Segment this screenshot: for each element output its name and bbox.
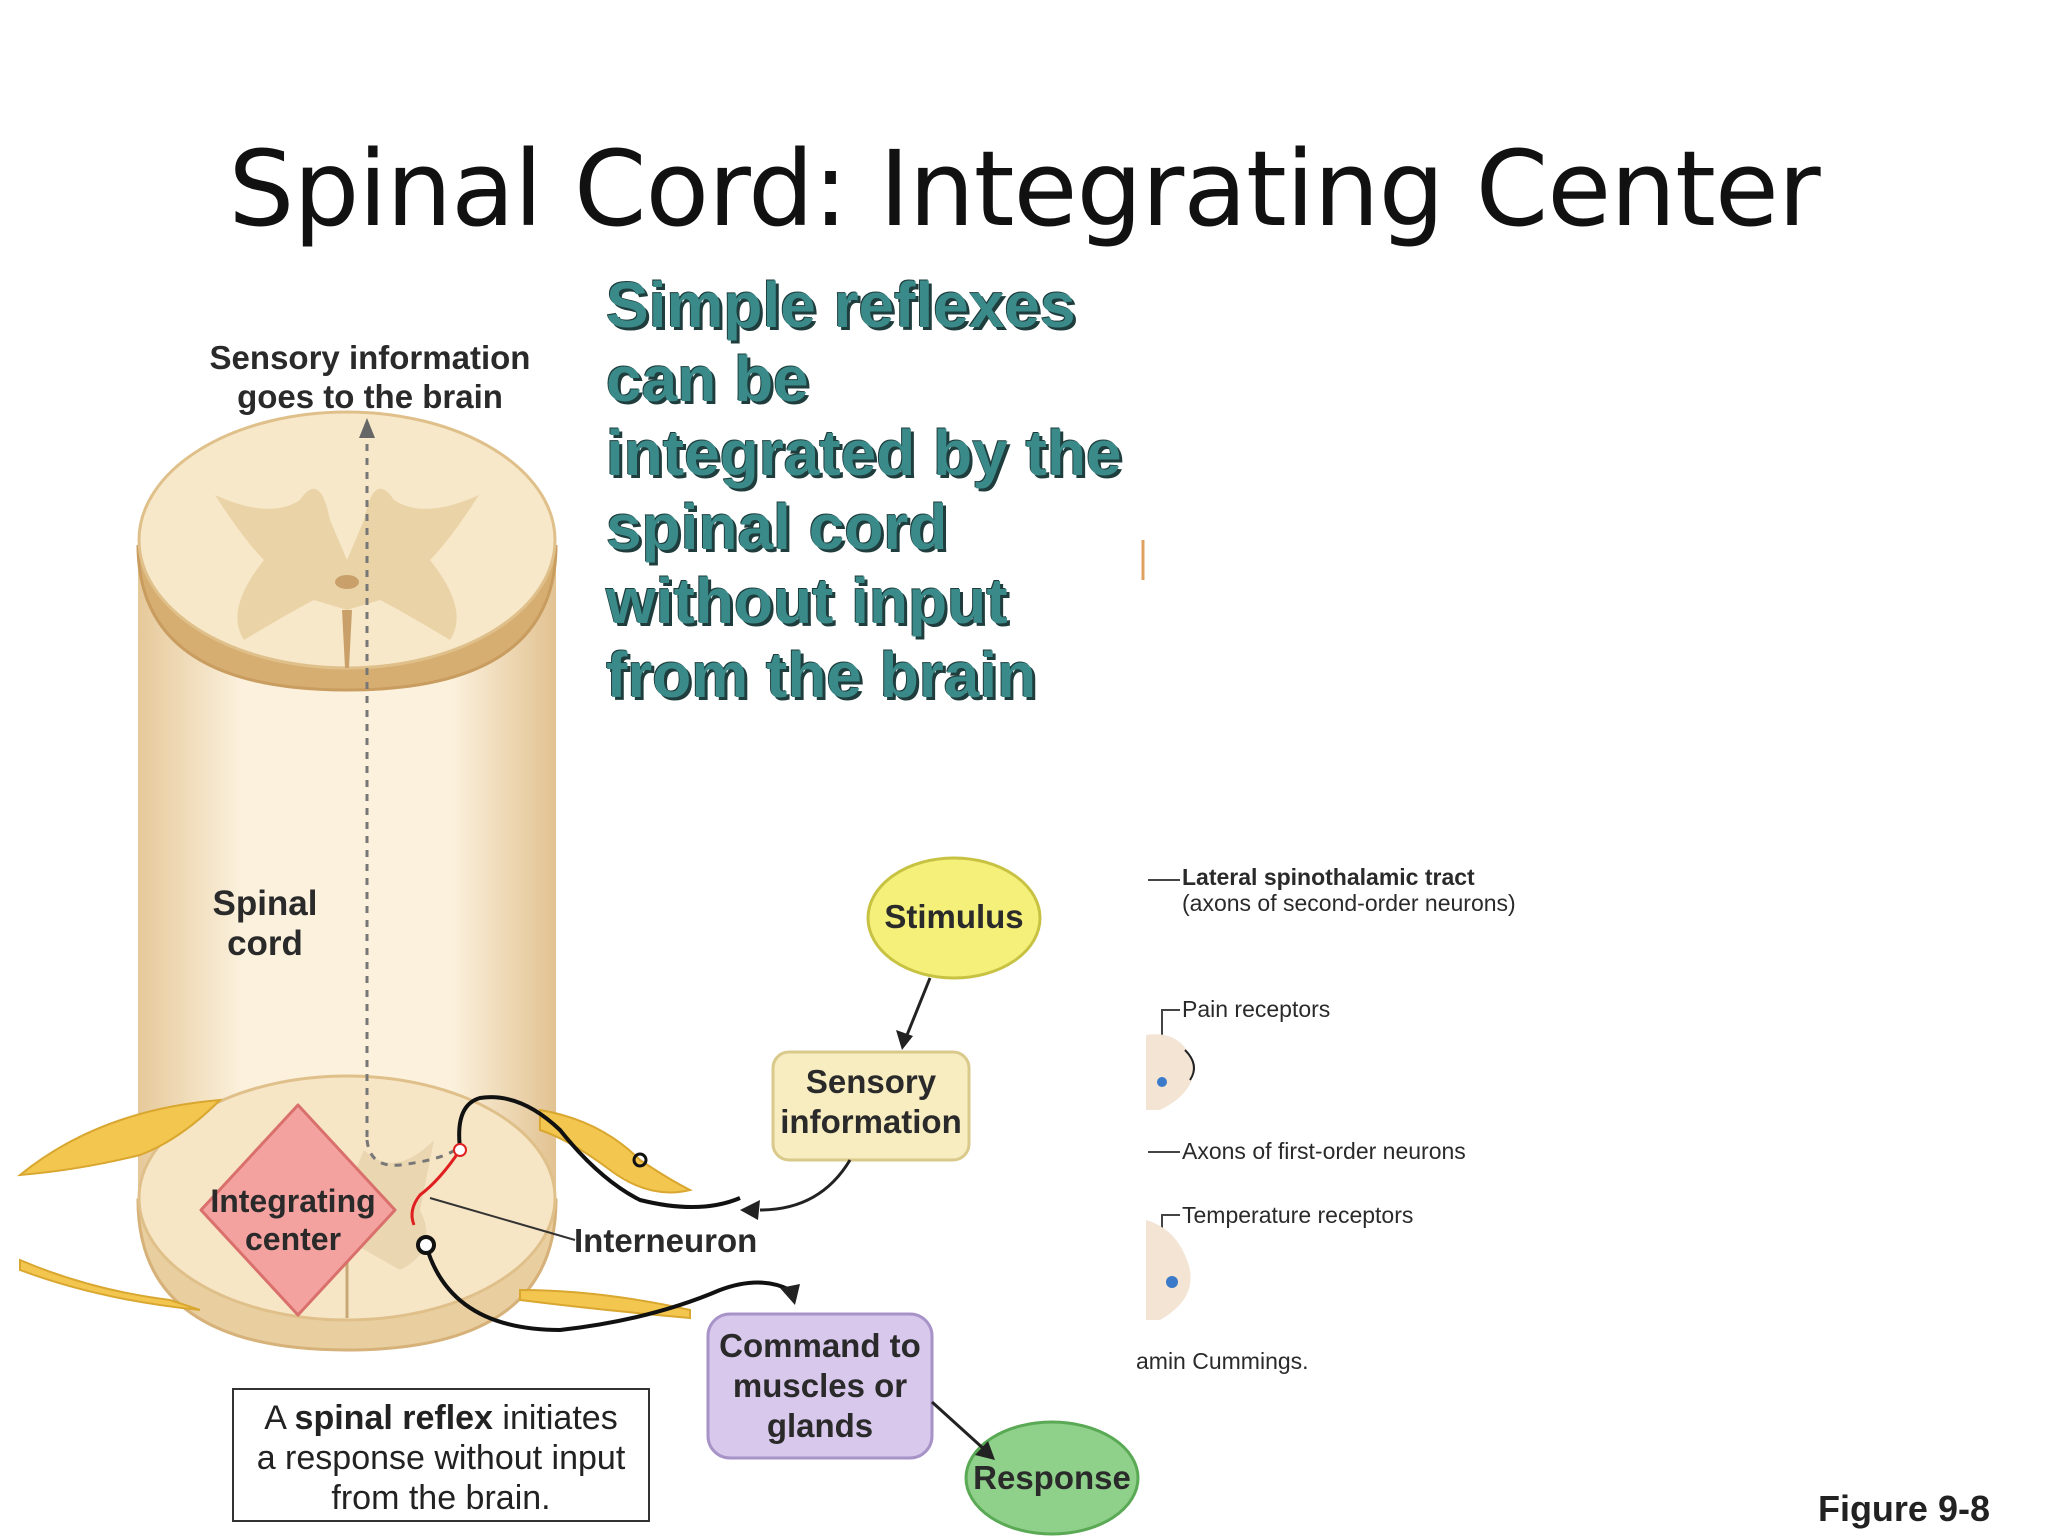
reflex-box-bold: spinal reflex [294, 1399, 493, 1437]
axons-first-order-label: Axons of first-order neurons [1182, 1138, 1466, 1164]
right-dorsal-root [539, 1108, 693, 1194]
pain-receptors-label: Pain receptors [1182, 996, 1331, 1022]
temperature-receptor [1166, 1276, 1178, 1288]
figure-label: Figure 9-8 [1817, 1488, 1990, 1529]
spinal-cord-label: Spinal cord [190, 884, 340, 964]
response-node [964, 1420, 1140, 1536]
left-ventral-root [19, 1258, 201, 1311]
reflex-box-line-1: A spinal reflex initiates [234, 1398, 648, 1438]
command-line-3: glands [766, 1407, 874, 1444]
pain-receptor-skin [1146, 1034, 1194, 1110]
interneuron-pointer [429, 1197, 576, 1241]
interneuron-synapse [453, 1143, 467, 1157]
central-canal [335, 575, 359, 589]
callout-text: Simple reflexes can be integrated by the… [606, 268, 1166, 712]
credit-label: amin Cummings. [1136, 1348, 1309, 1374]
sensory-information-line-2: information [780, 1103, 962, 1140]
command-line-1: Command to [719, 1327, 921, 1364]
interneuron-red [410, 1149, 462, 1226]
callout-line-3: integrated by the [606, 417, 1122, 489]
command-to-response-arrowhead [975, 1441, 995, 1460]
top-grey-matter [215, 488, 479, 640]
sensory-to-brain-label: Sensory information goes to the brain [190, 338, 550, 416]
sensory-to-cord-arrowhead [740, 1200, 760, 1220]
right-ventral-root [519, 1288, 691, 1320]
sensory-to-brain-line-1: Sensory information [209, 339, 531, 376]
motor-neuron-path [424, 1244, 791, 1333]
temperature-receptor-skin [1146, 1220, 1191, 1320]
lateral-tract-sub-label: (axons of second-order neurons) [1182, 890, 1516, 916]
dashed-to-interneuron [365, 1139, 456, 1167]
command-to-response-arrow [930, 1400, 987, 1452]
spinal-reflex-box: A spinal reflex initiates a response wit… [232, 1388, 650, 1522]
integrating-center-diamond [199, 1103, 397, 1317]
sensory-neuron-cell-body [632, 1152, 648, 1168]
reflex-box-part1: A [264, 1399, 295, 1437]
top-median-fissure [342, 610, 352, 668]
callout-line-1: Simple reflexes [606, 269, 1076, 341]
motor-neuron-cell-body [416, 1235, 436, 1255]
slide-title: Spinal Cord: Integrating Center [228, 128, 1820, 250]
left-dorsal-root [16, 1098, 223, 1177]
reflex-box-line-2: a response without input [256, 1439, 626, 1477]
command-line-2: muscles or [732, 1367, 908, 1404]
pain-receptor [1157, 1077, 1167, 1087]
sensory-information-label: Sensory information [773, 1062, 969, 1142]
pain-receptor-arrow [1184, 1049, 1195, 1081]
reflex-box-part2: initiates [492, 1399, 618, 1437]
reflex-box-line-3: from the brain. [331, 1479, 551, 1517]
lateral-tract-label: Lateral spinothalamic tract [1182, 864, 1475, 890]
sensory-information-node [771, 1050, 971, 1162]
stimulus-to-sensory-arrow [903, 977, 932, 1041]
motor-to-command-arrowhead [780, 1284, 800, 1305]
spinal-cord-line-2: cord [227, 924, 303, 963]
command-node [706, 1312, 934, 1460]
sensory-neuron-path [457, 1095, 741, 1210]
sensory-to-brain-line-2: goes to the brain [237, 378, 503, 415]
sensory-information-line-1: Sensory [805, 1063, 937, 1100]
integrating-center-line-1: Integrating [210, 1183, 376, 1219]
integrating-center-label: Integrating center [193, 1182, 393, 1258]
command-label: Command to muscles or glands [708, 1326, 932, 1446]
temperature-receptors-label: Temperature receptors [1182, 1202, 1414, 1228]
callout-line-2: can be [606, 343, 809, 415]
stimulus-to-sensory-arrowhead [896, 1030, 913, 1050]
sensory-to-cord-arrow [759, 1159, 852, 1212]
spinal-cord-line-1: Spinal [212, 884, 318, 923]
integrating-center-line-2: center [244, 1221, 342, 1257]
response-label: Response [973, 1459, 1131, 1496]
callout-line-4: spinal cord [606, 491, 948, 563]
stimulus-node [866, 856, 1042, 980]
callout-line-6: from the brain [606, 639, 1037, 711]
interneuron-label: Interneuron [574, 1222, 758, 1259]
callout-line-5: without input [606, 565, 1008, 637]
ascending-arrowhead [359, 418, 375, 438]
stimulus-label: Stimulus [884, 898, 1024, 935]
